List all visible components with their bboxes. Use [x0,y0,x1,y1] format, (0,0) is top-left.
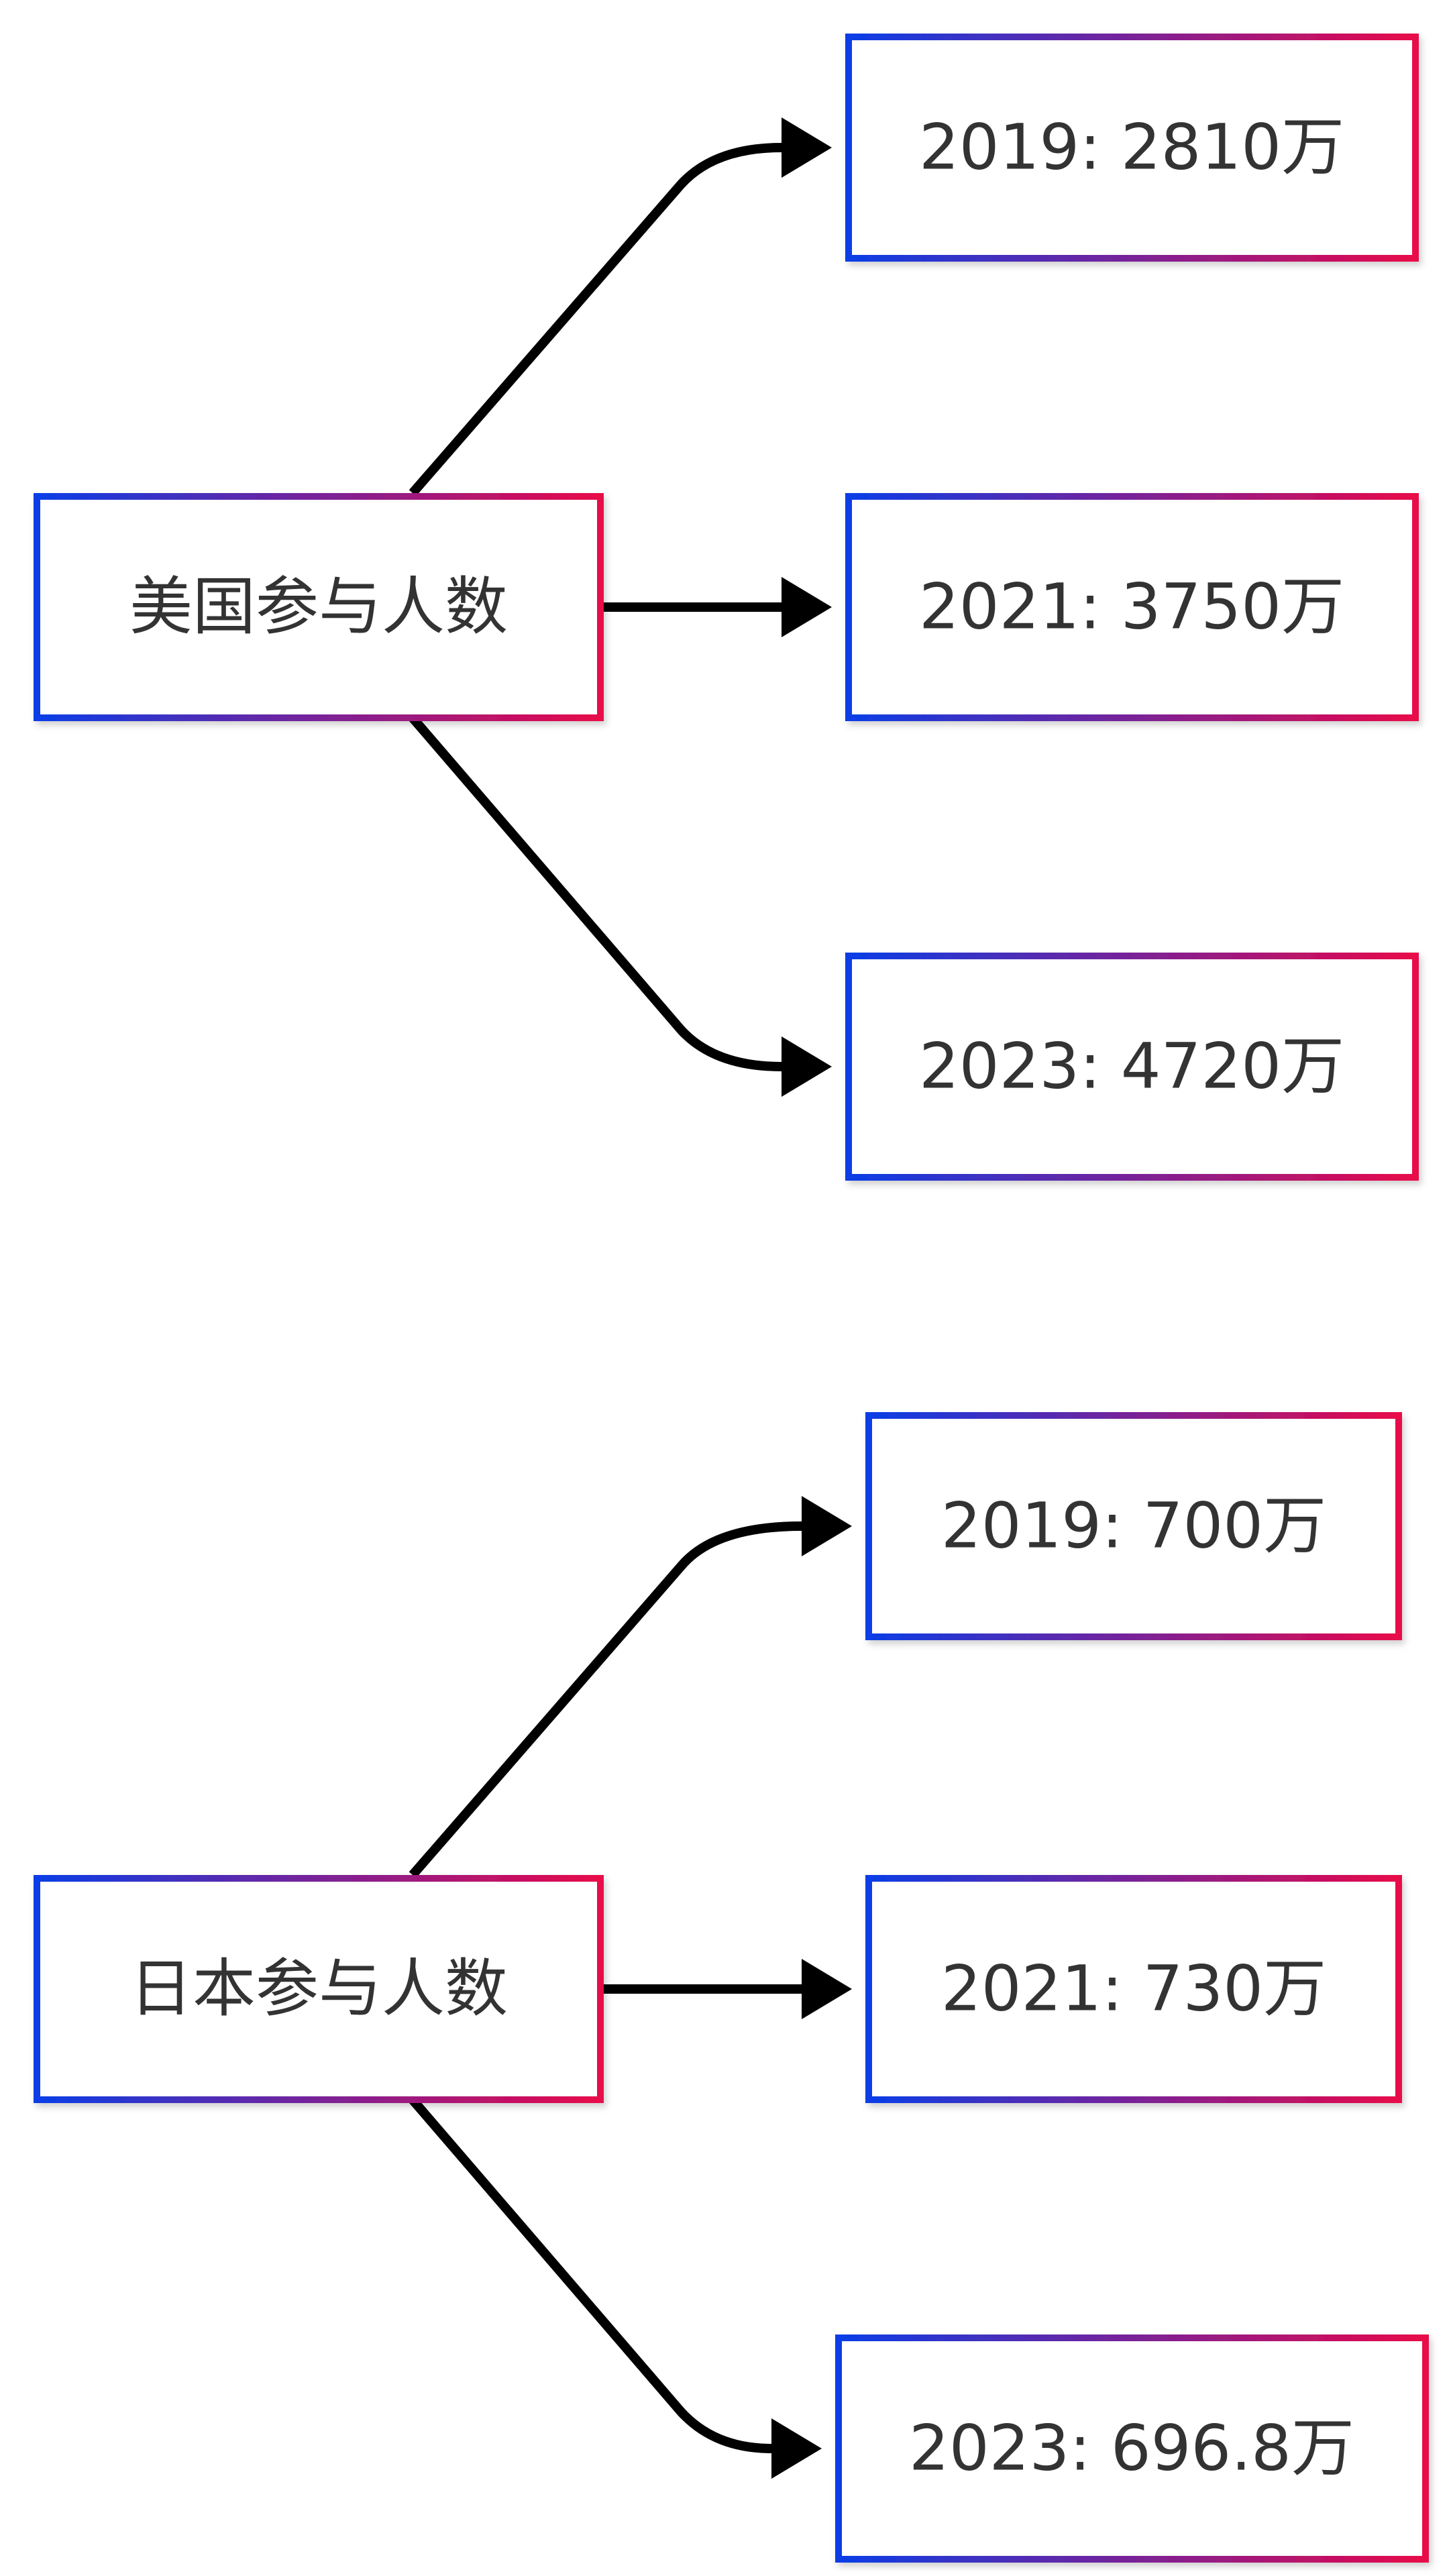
target-node-jp-2019: 2019: 700万 [865,1412,1402,1640]
target-node-us-2019-label: 2019: 2810万 [919,111,1344,184]
edge-jp-2023 [409,2096,772,2453]
target-node-us-2019: 2019: 2810万 [845,34,1419,262]
source-node-us-label: 美国参与人数 [129,571,508,644]
source-node-us-box [34,493,604,721]
target-node-us-2021-box [845,493,1419,721]
source-node-jp-box [34,1875,604,2103]
target-node-jp-2023: 2023: 696.8万 [835,2334,1429,2563]
edge-jp-2019 [409,1521,802,1878]
target-node-jp-2019-box [865,1412,1402,1640]
arrowhead-jp-2021 [802,1959,852,2019]
target-node-jp-2023-label: 2023: 696.8万 [909,2412,1354,2485]
target-node-us-2021-label: 2021: 3750万 [919,571,1344,644]
target-node-jp-2023-box [835,2334,1429,2563]
source-node-jp: 日本参与人数 [34,1875,604,2103]
target-node-us-2023-label: 2023: 4720万 [919,1030,1344,1104]
arrowhead-us-2019 [782,117,832,178]
target-node-jp-2021-box [865,1875,1402,2103]
arrowhead-jp-2023 [771,2418,822,2479]
target-node-us-2019-box [845,34,1419,262]
arrowhead-us-2021 [782,577,832,637]
edge-us-2023 [409,714,782,1071]
group-jp: 日本参与人数 2019: 700万 2021: 730万 2023: 696.8… [34,1412,1429,2563]
group-us: 美国参与人数 2019: 2810万 2021: 3750万 2023: 472… [34,34,1419,1181]
target-node-us-2023-box [845,953,1419,1181]
source-node-jp-label: 日本参与人数 [129,1953,508,2026]
arrowhead-jp-2019 [802,1496,852,1556]
target-node-jp-2021-label: 2021: 730万 [941,1953,1326,2026]
target-node-jp-2019-label: 2019: 700万 [941,1490,1326,1563]
source-node-us: 美国参与人数 [34,493,604,721]
target-node-jp-2021: 2021: 730万 [865,1875,1402,2103]
target-node-us-2021: 2021: 3750万 [845,493,1419,721]
edge-us-2019 [409,143,782,496]
target-node-us-2023: 2023: 4720万 [845,953,1419,1181]
arrowhead-us-2023 [782,1036,832,1097]
